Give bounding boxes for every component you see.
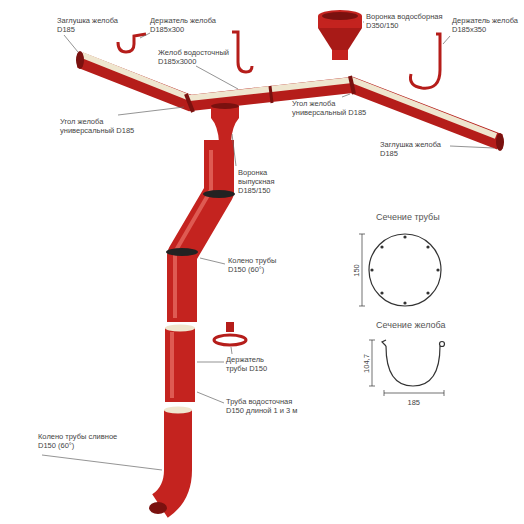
dimension: 104,7 [361, 353, 370, 374]
elbow-ring [203, 190, 235, 198]
funnel-label: Воронка водосборная D350/150 [366, 12, 450, 30]
pipe [165, 328, 195, 402]
section-title: Сечение желоба [376, 320, 466, 331]
gutter-section [440, 342, 445, 347]
dimension-tick [369, 386, 375, 387]
gutter-section [382, 340, 386, 346]
gutter-corner-label: Угол желоба универсальный D185 [292, 99, 380, 117]
drain-opening [149, 502, 167, 514]
dimension-tick [359, 306, 365, 307]
pipe-elbow-label: Колено трубы D150 (60°) [228, 256, 290, 274]
pipe-end [165, 325, 195, 332]
gutter [80, 60, 500, 142]
gutter-hook [410, 34, 440, 88]
gutter-joint [350, 76, 354, 94]
pipe-clamp-label: Держатель трубы D150 [226, 355, 280, 373]
gutter-inside [82, 55, 496, 136]
gutter-corner-label: Угол желоба универсальный D185 [60, 117, 148, 135]
drain-elbow-label: Колено трубы сливное D150 (60°) [38, 432, 118, 450]
pipe-highlight [175, 150, 211, 318]
funnel [318, 28, 362, 50]
dimension-line [372, 340, 373, 386]
gutter-hook [232, 32, 252, 72]
dimension: 185 [407, 398, 422, 407]
section-title: Сечение трубы [376, 212, 466, 223]
outlet-funnel [211, 103, 239, 109]
pipe-label: Труба водосточная D150 длиной 1 и 3 м [226, 397, 310, 415]
gutter-end-cap-label: Заглушка желоба D185 [380, 140, 452, 158]
gutter-label: Желоб водосточный D185x3000 [158, 48, 240, 66]
outlet-funnel-label: Воронка выпускная D185/150 [238, 168, 286, 195]
dimension-tick [369, 340, 375, 341]
pipe-clamp [226, 322, 234, 332]
dimension-tick [444, 390, 445, 396]
pipe-section [369, 234, 441, 306]
drain-elbow [160, 410, 178, 506]
funnel [318, 10, 362, 22]
dimension: 150 [351, 263, 360, 278]
pipe-clamp [214, 335, 246, 345]
gutter-joint [186, 94, 193, 112]
pipe-highlight [170, 332, 174, 398]
dimension-tick [384, 390, 385, 396]
gutter-hook-label: Держатель желоба D185x350 [452, 16, 520, 34]
funnel [332, 50, 348, 60]
gutter-end-cap-label: Заглушка желоба D185 [57, 16, 129, 34]
dimension-line [362, 234, 363, 306]
gutter-hook-label: Держатель желоба D185x300 [150, 16, 226, 34]
gutter-cap [76, 51, 84, 69]
outlet-funnel [211, 106, 239, 142]
gutter-hook [118, 34, 146, 52]
elbow-ring [166, 248, 198, 256]
pipe-section-ribs [370, 235, 439, 304]
gutter-section [386, 346, 440, 386]
dimension-tick [359, 234, 365, 235]
leader-lines [42, 22, 494, 470]
pipe-end [164, 407, 192, 414]
dimension-line [384, 393, 444, 394]
funnel [322, 12, 358, 20]
gutter-joint [270, 86, 272, 103]
gutter-cap [496, 133, 504, 151]
